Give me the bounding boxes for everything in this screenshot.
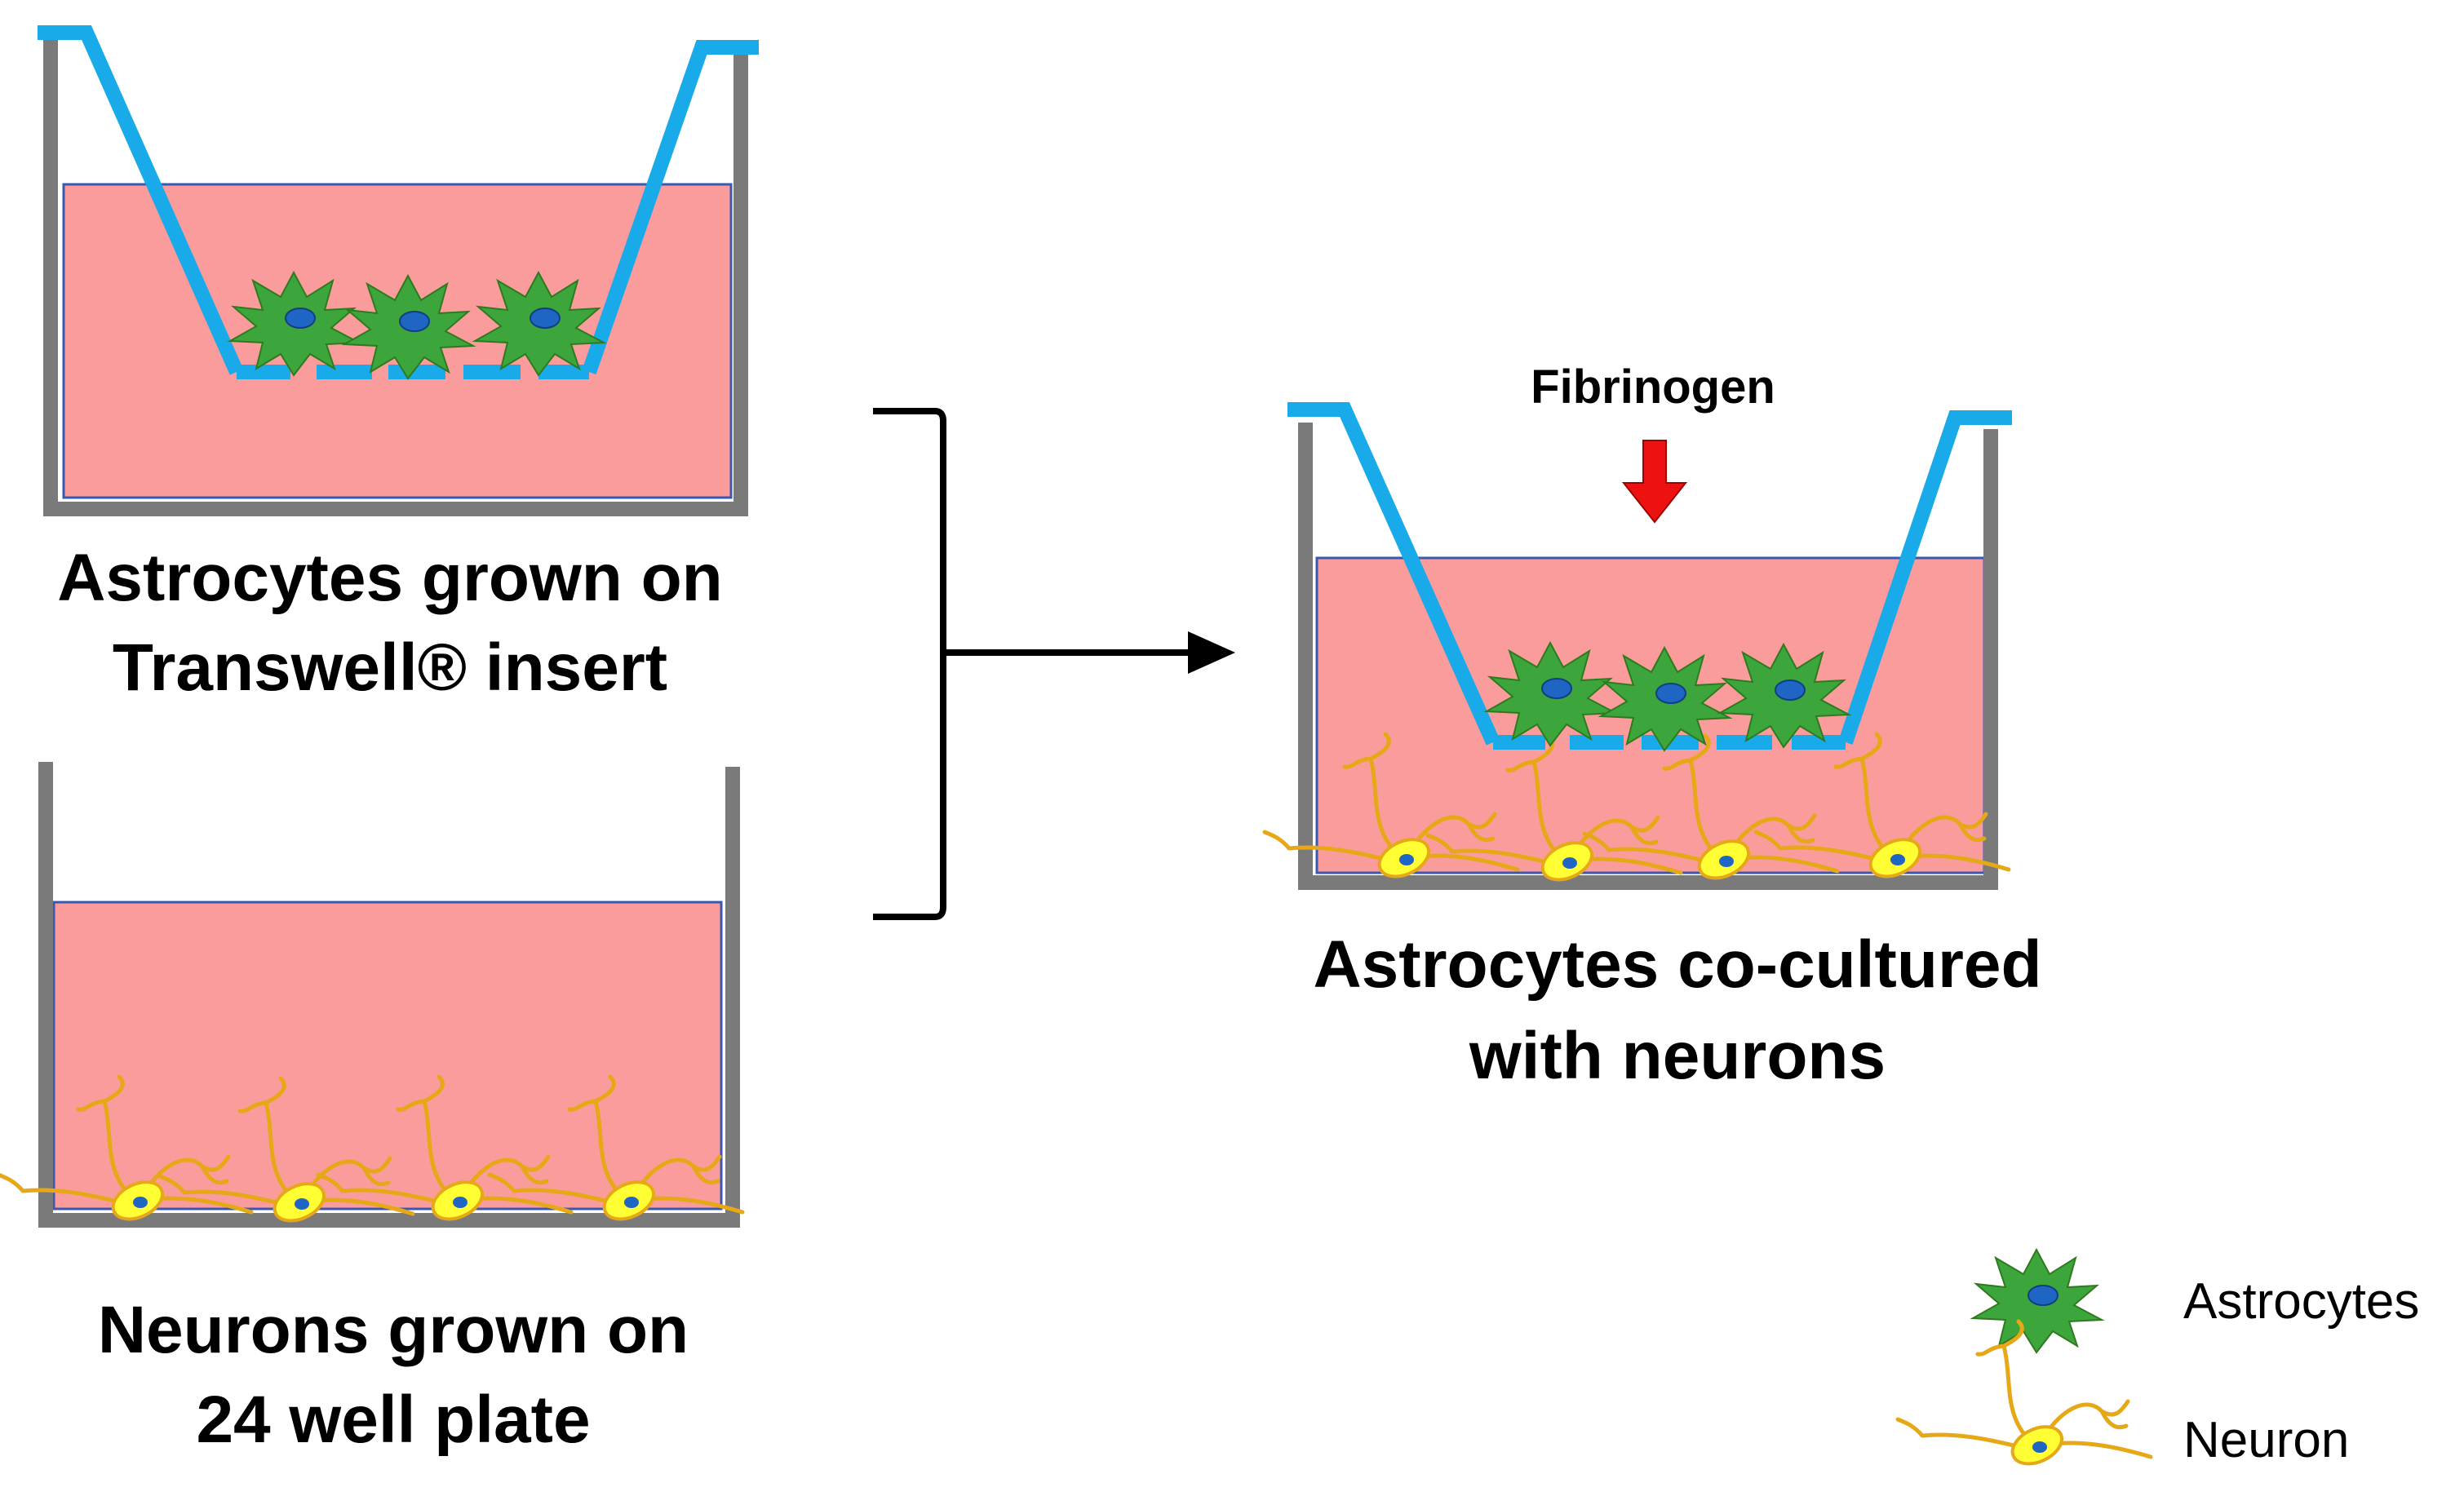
astrocyte-insert-panel: Astrocytes grown on Transwell® insert [38,25,759,705]
plate-wall [38,762,740,1228]
neurons-plate-caption-line2: 24 well plate [196,1383,590,1457]
coculture-caption-line2: with neurons [1469,1019,1886,1093]
neuron-icon [1898,1321,2151,1471]
well-wall [43,28,748,516]
neuron-plate-panel: Neurons grown on 24 well plate [0,762,742,1457]
coculture-transwell-insert [1287,402,2012,750]
right-arrow-icon [1188,631,1235,674]
legend: Astrocytes Neuron [1898,1249,2419,1471]
neurons-plate-caption-line1: Neurons grown on [98,1293,689,1367]
coculture-panel: Fibrinogen Astrocytes co-cultured with n… [1265,361,2042,1093]
legend-neuron-label: Neuron [2183,1412,2349,1468]
astrocyte-icon [1972,1249,2103,1353]
coculture-caption-line1: Astrocytes co-cultured [1313,927,2041,1002]
astrocytes-insert-caption-line2: Transwell® insert [113,631,667,705]
astrocytes-insert-caption-line1: Astrocytes grown on [57,541,723,615]
transwell-insert [38,25,759,379]
plate-medium [52,901,723,1211]
legend-astrocytes-label: Astrocytes [2183,1273,2419,1330]
down-arrow-icon [1621,440,1688,524]
treatment-label: Fibrinogen [1531,361,1775,414]
combine-bracket [873,408,1235,920]
coculture-wall [1298,423,1998,890]
